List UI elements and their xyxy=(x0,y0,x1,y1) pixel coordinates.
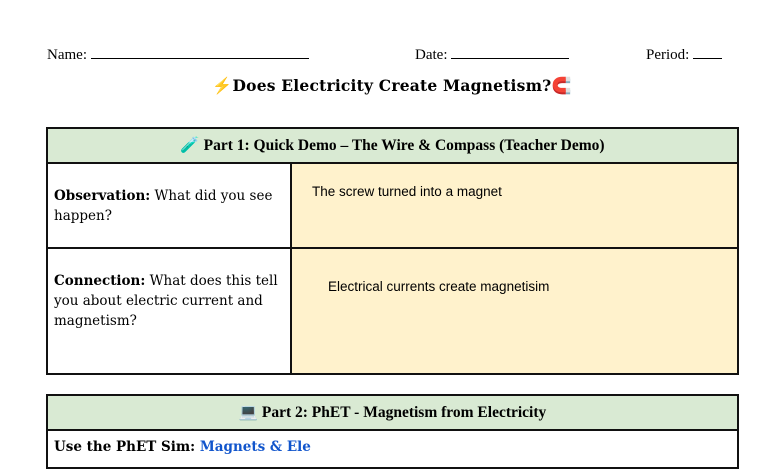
phet-sim-link[interactable]: Magnets & Ele xyxy=(199,439,311,455)
name-field[interactable]: Name: xyxy=(47,44,309,64)
period-label: Period: xyxy=(646,47,690,63)
observation-question-text: What did you see happen? xyxy=(54,187,273,224)
part1-heading-text: Part 1: Quick Demo – The Wire & Compass … xyxy=(203,137,605,154)
lightning-icon: ⚡ xyxy=(212,76,233,95)
period-blank-line[interactable] xyxy=(693,44,723,59)
date-label: Date: xyxy=(415,47,448,63)
table-row: Observation: What did you see happen? Th… xyxy=(46,162,739,249)
laptop-icon: 💻 xyxy=(238,404,259,421)
page-title-text: Does Electricity Create Magnetism? xyxy=(232,76,552,95)
table-row: Use the PhET Sim: Magnets & Ele xyxy=(46,429,739,469)
date-blank-line[interactable] xyxy=(451,44,570,59)
phet-sim-instructions: Use the PhET Sim: Magnets & Ele xyxy=(46,429,739,469)
connection-answer-cell[interactable]: Electrical currents create magnetisim xyxy=(290,247,739,375)
part2-table: 💻 Part 2: PhET - Magnetism from Electric… xyxy=(46,394,739,469)
table-row: Connection: What does this tell you abou… xyxy=(46,247,739,375)
page-title: ⚡Does Electricity Create Magnetism?🧲 xyxy=(0,76,784,95)
part2-header-row: 💻 Part 2: PhET - Magnetism from Electric… xyxy=(46,394,739,431)
part2-heading: 💻 Part 2: PhET - Magnetism from Electric… xyxy=(46,394,739,431)
period-field[interactable]: Period: xyxy=(646,44,723,64)
part2-heading-text: Part 2: PhET - Magnetism from Electricit… xyxy=(261,404,547,421)
connection-label: Connection: xyxy=(54,273,146,289)
observation-label: Observation: xyxy=(54,187,151,204)
magnet-icon: 🧲 xyxy=(551,76,572,95)
connection-question: Connection: What does this tell you abou… xyxy=(46,247,292,375)
part1-header-row: 🧪 Part 1: Quick Demo – The Wire & Compas… xyxy=(46,127,739,164)
part1-heading: 🧪 Part 1: Quick Demo – The Wire & Compas… xyxy=(46,127,739,164)
connection-question-text: What does this tell you about electric c… xyxy=(54,273,278,329)
test-tube-icon: 🧪 xyxy=(180,137,200,154)
observation-answer-cell[interactable]: The screw turned into a magnet xyxy=(290,162,739,249)
observation-question: Observation: What did you see happen? xyxy=(46,162,292,249)
name-label: Name: xyxy=(47,47,87,63)
phet-sim-label: Use the PhET Sim: xyxy=(54,439,200,455)
name-blank-line[interactable] xyxy=(90,44,309,59)
observation-answer[interactable]: The screw turned into a magnet xyxy=(312,184,502,199)
date-field[interactable]: Date: xyxy=(415,44,570,64)
connection-answer[interactable]: Electrical currents create magnetisim xyxy=(328,279,550,294)
part1-table: 🧪 Part 1: Quick Demo – The Wire & Compas… xyxy=(46,127,739,375)
